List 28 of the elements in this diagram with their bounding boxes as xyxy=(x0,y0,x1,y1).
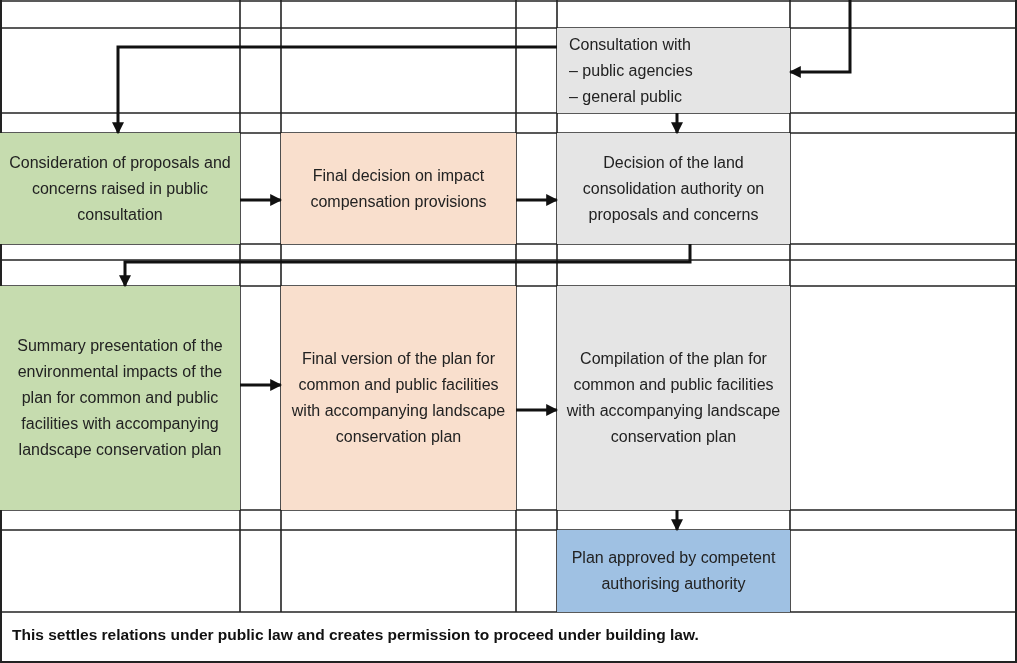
arrow xyxy=(516,404,559,416)
process-box xyxy=(281,286,516,510)
box-text: Compilation of the plan for common and public facilities with accompanying landscape conservation plan xyxy=(565,349,782,447)
process-box xyxy=(557,530,790,612)
arrow xyxy=(112,45,557,135)
note-text: This settles relations under public law and creates permission to proceed under building law. xyxy=(12,626,699,644)
box-text: Consideration of proposals and concerns raised in public consultation xyxy=(8,152,232,225)
box-text: Decision of the land consolidation authority on proposals and concerns xyxy=(581,152,766,225)
box-text: Summary presentation of the environmental impacts of the plan for common and public facilities with accompanying landscape conservation plan xyxy=(16,336,224,460)
arrow xyxy=(788,0,852,78)
box-text: Consultation with xyxy=(569,34,692,55)
process-box xyxy=(557,286,790,510)
box-text: – public agencies xyxy=(569,60,694,81)
arrow xyxy=(671,510,683,532)
box-text: Final decision on impact compensation provisions xyxy=(309,165,488,212)
box-text: Final version of the plan for common and public facilities with accompanying landscape conservation plan xyxy=(290,349,507,447)
process-box xyxy=(557,28,790,113)
box-text: Plan approved by competent authorising authority xyxy=(570,548,777,594)
process-box xyxy=(0,286,240,510)
arrow xyxy=(240,379,283,391)
process-box xyxy=(557,133,790,244)
arrow xyxy=(516,194,559,206)
arrow xyxy=(671,113,683,135)
arrow xyxy=(240,194,283,206)
box-text: – general public xyxy=(569,86,683,107)
arrow xyxy=(119,244,692,288)
process-box xyxy=(0,133,240,244)
process-box xyxy=(281,133,516,244)
